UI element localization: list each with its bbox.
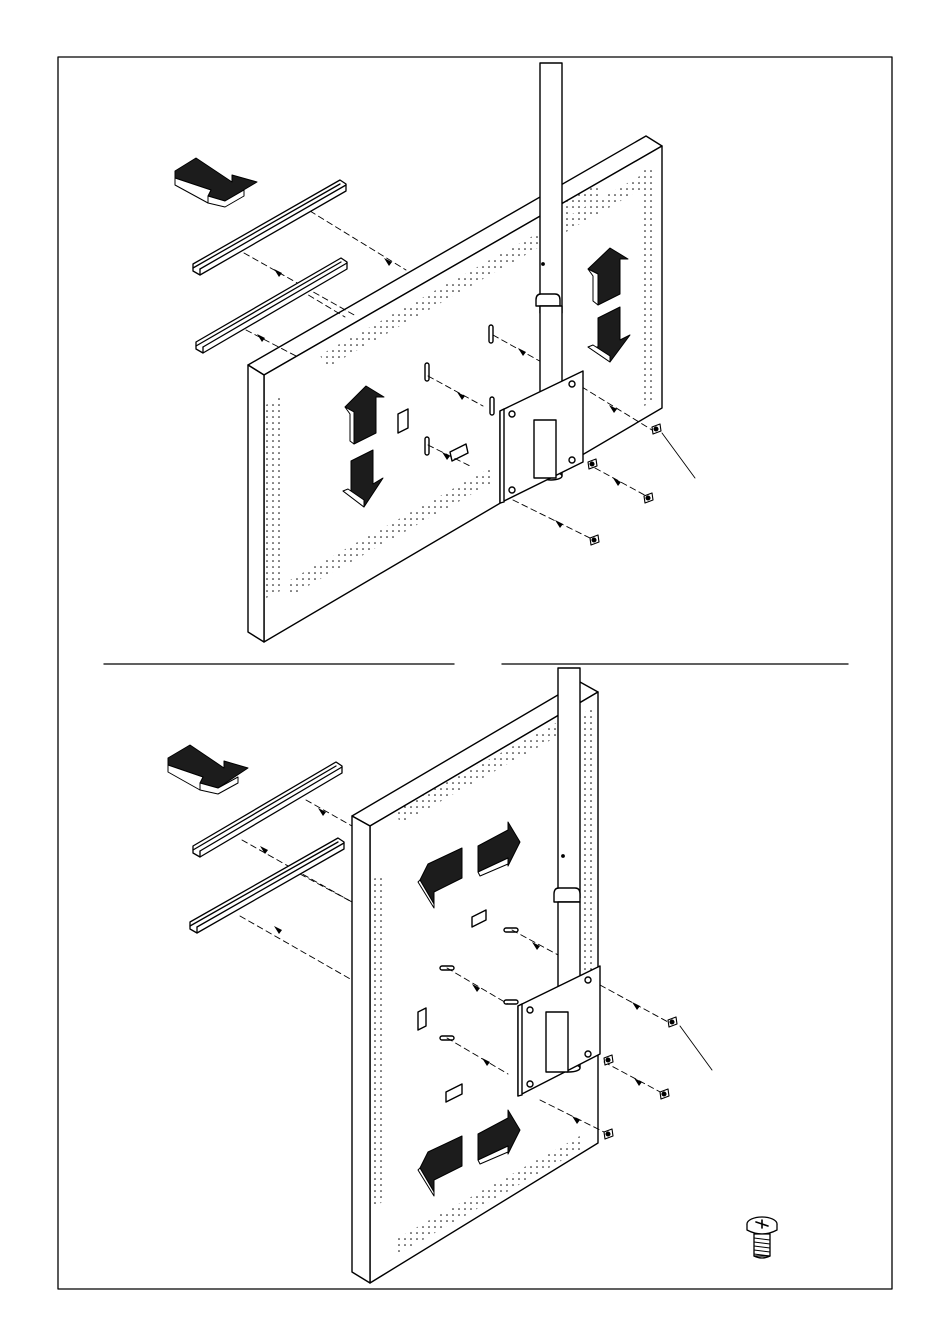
screw — [588, 459, 597, 469]
screw-callout-line — [662, 433, 695, 478]
figure-portrait-mounting — [168, 668, 712, 1283]
screw — [668, 1017, 677, 1027]
direction-arrow-right — [168, 745, 248, 794]
screw — [590, 535, 599, 545]
screw — [604, 1129, 613, 1139]
screw — [652, 424, 661, 434]
screw-detail-icon — [747, 1217, 777, 1258]
screw — [604, 1055, 613, 1065]
screw-callout-line — [680, 1026, 712, 1070]
direction-arrow-right — [175, 158, 257, 207]
figure-landscape-mounting — [175, 63, 695, 642]
screw — [644, 493, 653, 503]
screw — [660, 1089, 669, 1099]
